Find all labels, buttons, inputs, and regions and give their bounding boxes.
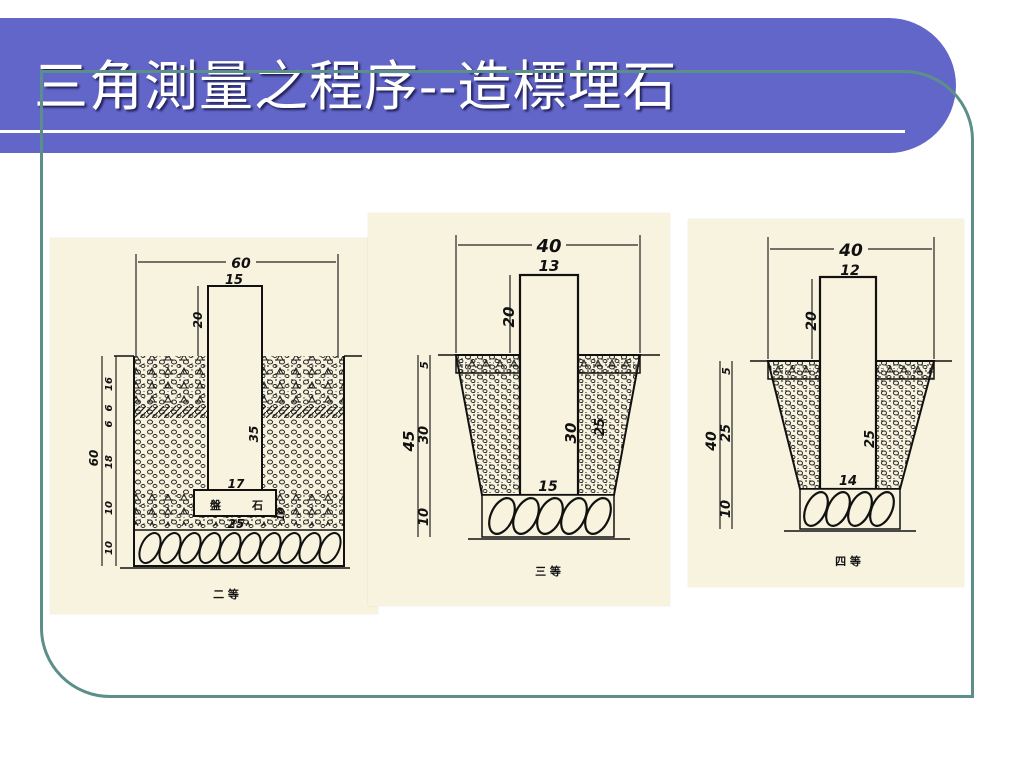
dim-total-depth: 60 [87,450,101,467]
dim-25: 25 [719,424,734,442]
dim-right-25: 25 [593,418,608,436]
slab-label-right: 石 [251,499,263,512]
figure-second-order: 60 15 20 25 盤 石 17 25 35 10 60 16 6 6 18… [50,238,378,614]
dim-stone-top: 13 [539,257,560,275]
dim-stone-lower: 35 [247,426,261,443]
dim-5: 5 [418,361,431,369]
dim-10: 10 [417,508,432,526]
dim-above-ground: 20 [191,312,205,329]
dim-slab: 25 [228,517,245,531]
dim-top-width: 40 [838,241,863,261]
figure-caption: 二 等 [213,587,239,601]
fourth-order-diagram: 40 12 20 25 25 14 5 40 25 10 四 等 [688,219,964,587]
dim-10b: 10 [104,541,115,555]
figure-fourth-order: 40 12 20 25 25 14 5 40 25 10 四 等 [688,219,964,587]
dim-16: 16 [104,377,115,391]
dim-6a: 6 [104,404,115,411]
figure-caption: 四 等 [835,554,861,568]
dim-above-ground: 20 [804,311,820,331]
dim-slab-height: 10 [276,507,287,521]
slab-label-left: 盤 [209,498,222,512]
dim-stone-top: 12 [840,263,859,279]
third-order-diagram: 40 13 20 25 30 25 15 5 45 30 10 三 等 [368,213,670,606]
dim-10a: 10 [104,501,115,515]
slide-title: 三角測量之程序--造標埋石 [34,55,678,118]
dim-right-25: 25 [863,430,878,448]
dim-6b: 6 [104,420,115,427]
content-frame [40,70,974,698]
dim-stone-base: 15 [538,479,558,495]
second-order-diagram: 60 15 20 25 盤 石 17 25 35 10 60 16 6 6 18… [50,238,378,614]
dim-stone-base: 17 [228,477,245,491]
dim-30: 30 [417,426,432,444]
figure-third-order: 40 13 20 25 30 25 15 5 45 30 10 三 等 [368,213,670,606]
dim-stone-top: 15 [225,273,243,288]
dim-total-depth: 45 [400,431,418,453]
figure-caption: 三 等 [535,564,561,578]
title-underline [0,130,905,133]
dim-top-width: 40 [535,236,561,257]
dim-stone-lower: 30 [562,423,580,444]
dim-above-ground: 20 [500,307,518,328]
dim-10: 10 [719,500,734,518]
dim-18: 18 [104,455,115,469]
dim-total-depth: 40 [704,431,720,452]
dim-top-width: 60 [231,256,251,272]
dim-stone-base: 14 [839,474,857,489]
dim-5: 5 [720,367,733,375]
